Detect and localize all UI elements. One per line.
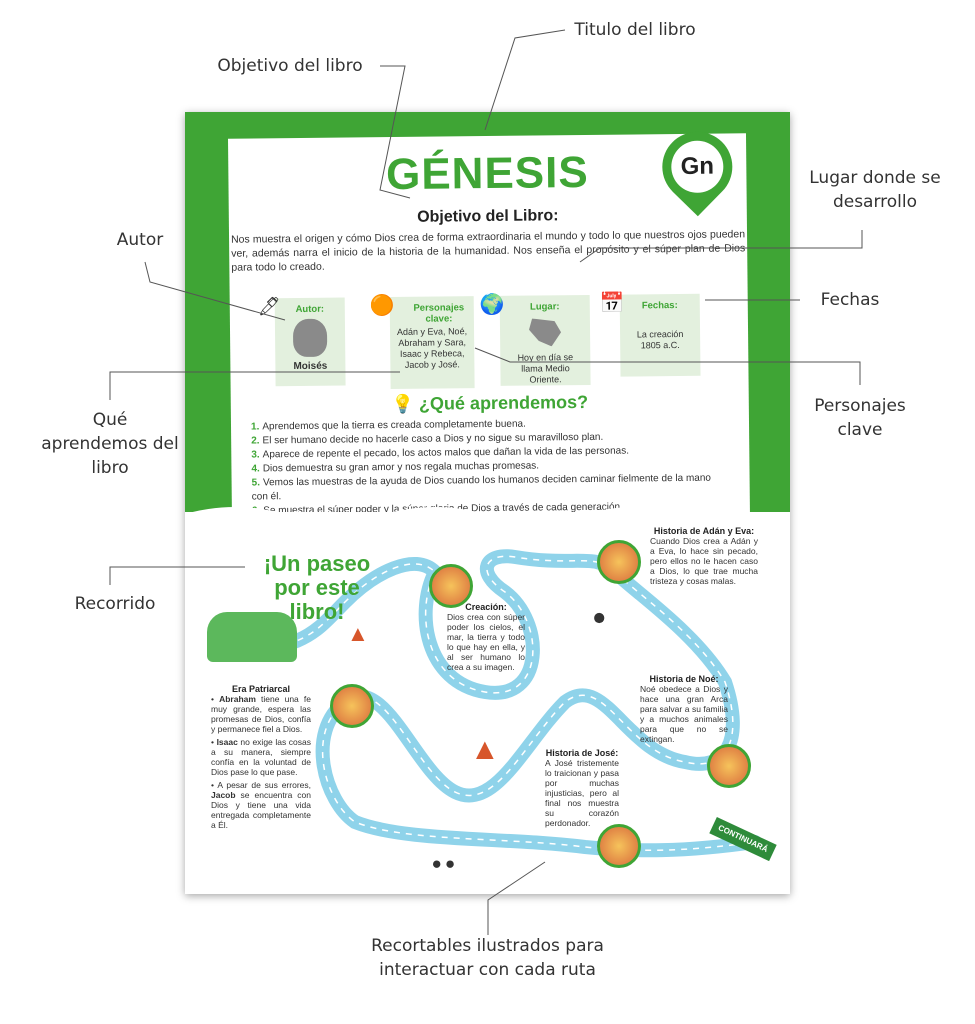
route-section: ¡Un paseo por este libro! CONTINUARÁ ▲ ▲… [185,507,790,894]
patriarch-name: Abraham [219,694,256,704]
story-text: Dios crea con súper poder los cielos, el… [447,612,525,672]
road [208,549,762,858]
patriarch-text: tiene una fe muy grande, espera las prom… [211,694,311,734]
wave-edge [185,507,790,530]
patriarch-pre: A pesar de sus errores, [217,780,311,790]
patriarcal-item: • Isaac no exige las cosas a su manera, … [211,737,311,777]
story-jose: Historia de José:A José tristemente lo t… [545,748,619,828]
leader-que [109,371,400,400]
patriarch-text: no exige las cosas a su manera, siempre … [211,737,311,777]
story-noe: Historia de Noé:Noé obedece a Dios y hac… [640,674,728,744]
leader-objetivo [379,65,411,199]
creacion-cutout[interactable] [429,564,473,608]
patriarch-text: se encuentra con Dios y tiene una vida e… [211,790,311,830]
jose-cutout[interactable] [597,824,641,868]
story-text: Noé obedece a Dios y hace una gran Arca … [640,684,728,744]
leader-autor [144,261,286,321]
patriarch-name: Jacob [211,790,236,800]
story-text: A José tristemente lo traicionan y pasa … [545,758,619,828]
paseo-title: ¡Un paseo por este libro! [263,551,371,624]
callout-autor: Autor [116,230,164,250]
adan-cutout[interactable] [597,540,641,584]
callout-lugar: Lugar donde se desarrollo [809,168,941,212]
callout-fechas: Fechas [820,290,880,310]
patriarch-name: Isaac [216,737,238,747]
callout-recortables: Recortables ilustrados para interactuar … [371,936,604,980]
story-title: Creación: [465,602,507,612]
cone-icon: ▲ [470,733,500,766]
story-adan: Historia de Adán y Eva:Cuando Dios crea … [650,526,758,586]
leader-titulo [484,29,566,131]
noe-cutout[interactable] [707,744,751,788]
tires-icon: ⚫⚫ [430,857,457,874]
book-page: GÉNESIS Gn Objetivo del Libro: Nos muest… [185,112,790,894]
tires-icon: ⚫ [590,606,609,631]
callout-titulo: Titulo del libro [574,20,696,40]
callout-personajes: Personajes clave [814,396,906,440]
patriarcal-item: • A pesar de sus errores, Jacob se encue… [211,780,311,830]
patriarcal-item: • Abraham tiene una fe muy grande, esper… [211,694,311,734]
patriarcal-cutout[interactable] [330,684,374,728]
callout-recorrido: Recorrido [74,594,156,614]
story-title: Historia de José: [545,748,619,758]
car-icon [207,612,297,662]
leader-personajes [474,347,861,385]
leader-recortables [487,861,546,935]
story-title: Era Patriarcal [231,684,291,694]
story-text: Cuando Dios crea a Adán y a Eva, lo hace… [650,536,758,586]
callout-objetivo: Objetivo del libro [217,56,363,76]
story-patriarcal: Era Patriarcal • Abraham tiene una fe mu… [211,684,311,830]
story-title: Historia de Adán y Eva: [653,526,755,536]
leader-lugar [579,230,863,263]
callout-que-aprendemos: Qué aprendemos del libro [41,410,179,478]
story-creacion: Creación:Dios crea con súper poder los c… [447,602,525,672]
cone-icon: ▲ [347,621,369,646]
story-title: Historia de Noé: [649,674,719,684]
leader-recorrido [109,566,245,585]
